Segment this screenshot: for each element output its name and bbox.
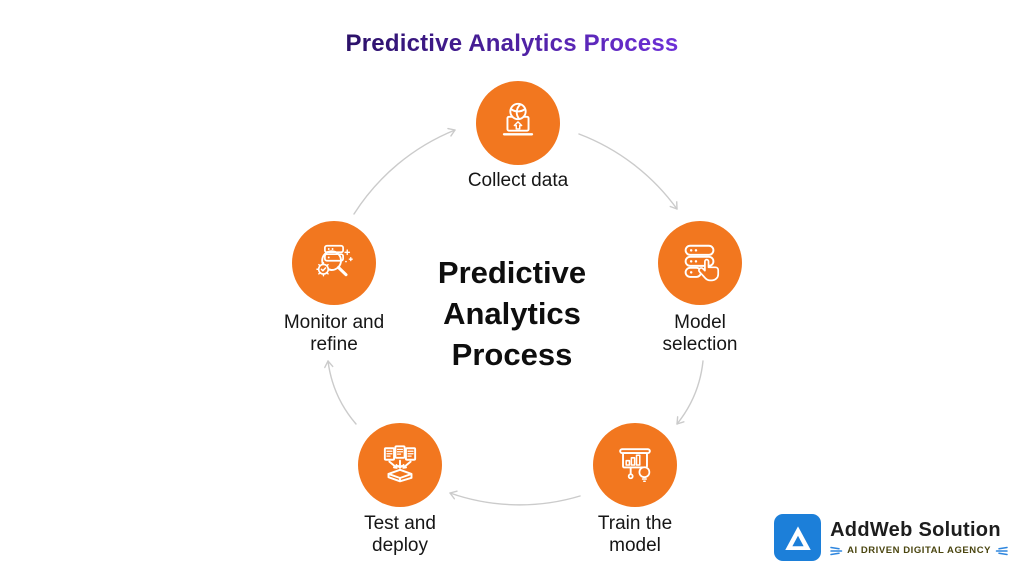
- tagline-right-icon: [995, 546, 1008, 555]
- logo-text-block: AddWeb Solution AI DRIVEN DIGITAL AGENCY: [830, 519, 1008, 556]
- logo-company-name: AddWeb Solution: [830, 519, 1001, 541]
- step-label-collect-data: Collect data: [467, 170, 569, 191]
- page-title: Predictive Analytics Process: [345, 30, 679, 57]
- documents-to-box-icon: [383, 445, 417, 483]
- center-title-line-2: Analytics: [443, 296, 581, 331]
- center-title-line-1: Predictive: [437, 255, 587, 290]
- step-label-test-and-deploy: Test and deploy: [364, 513, 436, 556]
- magnifier-server-gear-icon: [316, 244, 353, 277]
- brand-logo: AddWeb Solution AI DRIVEN DIGITAL AGENCY: [774, 514, 1008, 561]
- step-circle-model-selection: [658, 221, 742, 305]
- arrow-model-to-train: [676, 360, 704, 425]
- step-label-model-selection: Model selection: [662, 312, 738, 355]
- tagline-text: AI DRIVEN DIGITAL AGENCY: [847, 545, 991, 556]
- arrow-train-to-test: [449, 490, 581, 506]
- letter-a-icon: [784, 525, 811, 550]
- step-circle-test-and-deploy: [358, 423, 442, 507]
- logo-mark: [774, 514, 822, 561]
- center-title: Predictive Analytics Process: [0, 252, 1024, 375]
- arrow-monitor-to-collect: [353, 127, 456, 215]
- step-label-monitor-and-refine: Monitor and refine: [283, 312, 385, 355]
- laptop-globe-upload-icon: [502, 102, 534, 136]
- step-circle-train-the-model: [593, 423, 677, 507]
- server-stack-hand-icon: [684, 244, 720, 282]
- logo-tagline: AI DRIVEN DIGITAL AGENCY: [830, 545, 1008, 556]
- step-circle-collect-data: [476, 81, 560, 165]
- arrow-test-to-monitor: [324, 360, 357, 425]
- tagline-left-icon: [830, 546, 843, 555]
- center-title-line-3: Process: [451, 337, 573, 372]
- step-circle-monitor-and-refine: [292, 221, 376, 305]
- step-label-train-the-model: Train the model: [597, 513, 673, 556]
- presentation-chart-bulb-icon: [619, 448, 651, 483]
- arrow-collect-to-model: [578, 133, 678, 210]
- page-title-wrap: Predictive Analytics Process: [0, 30, 1024, 58]
